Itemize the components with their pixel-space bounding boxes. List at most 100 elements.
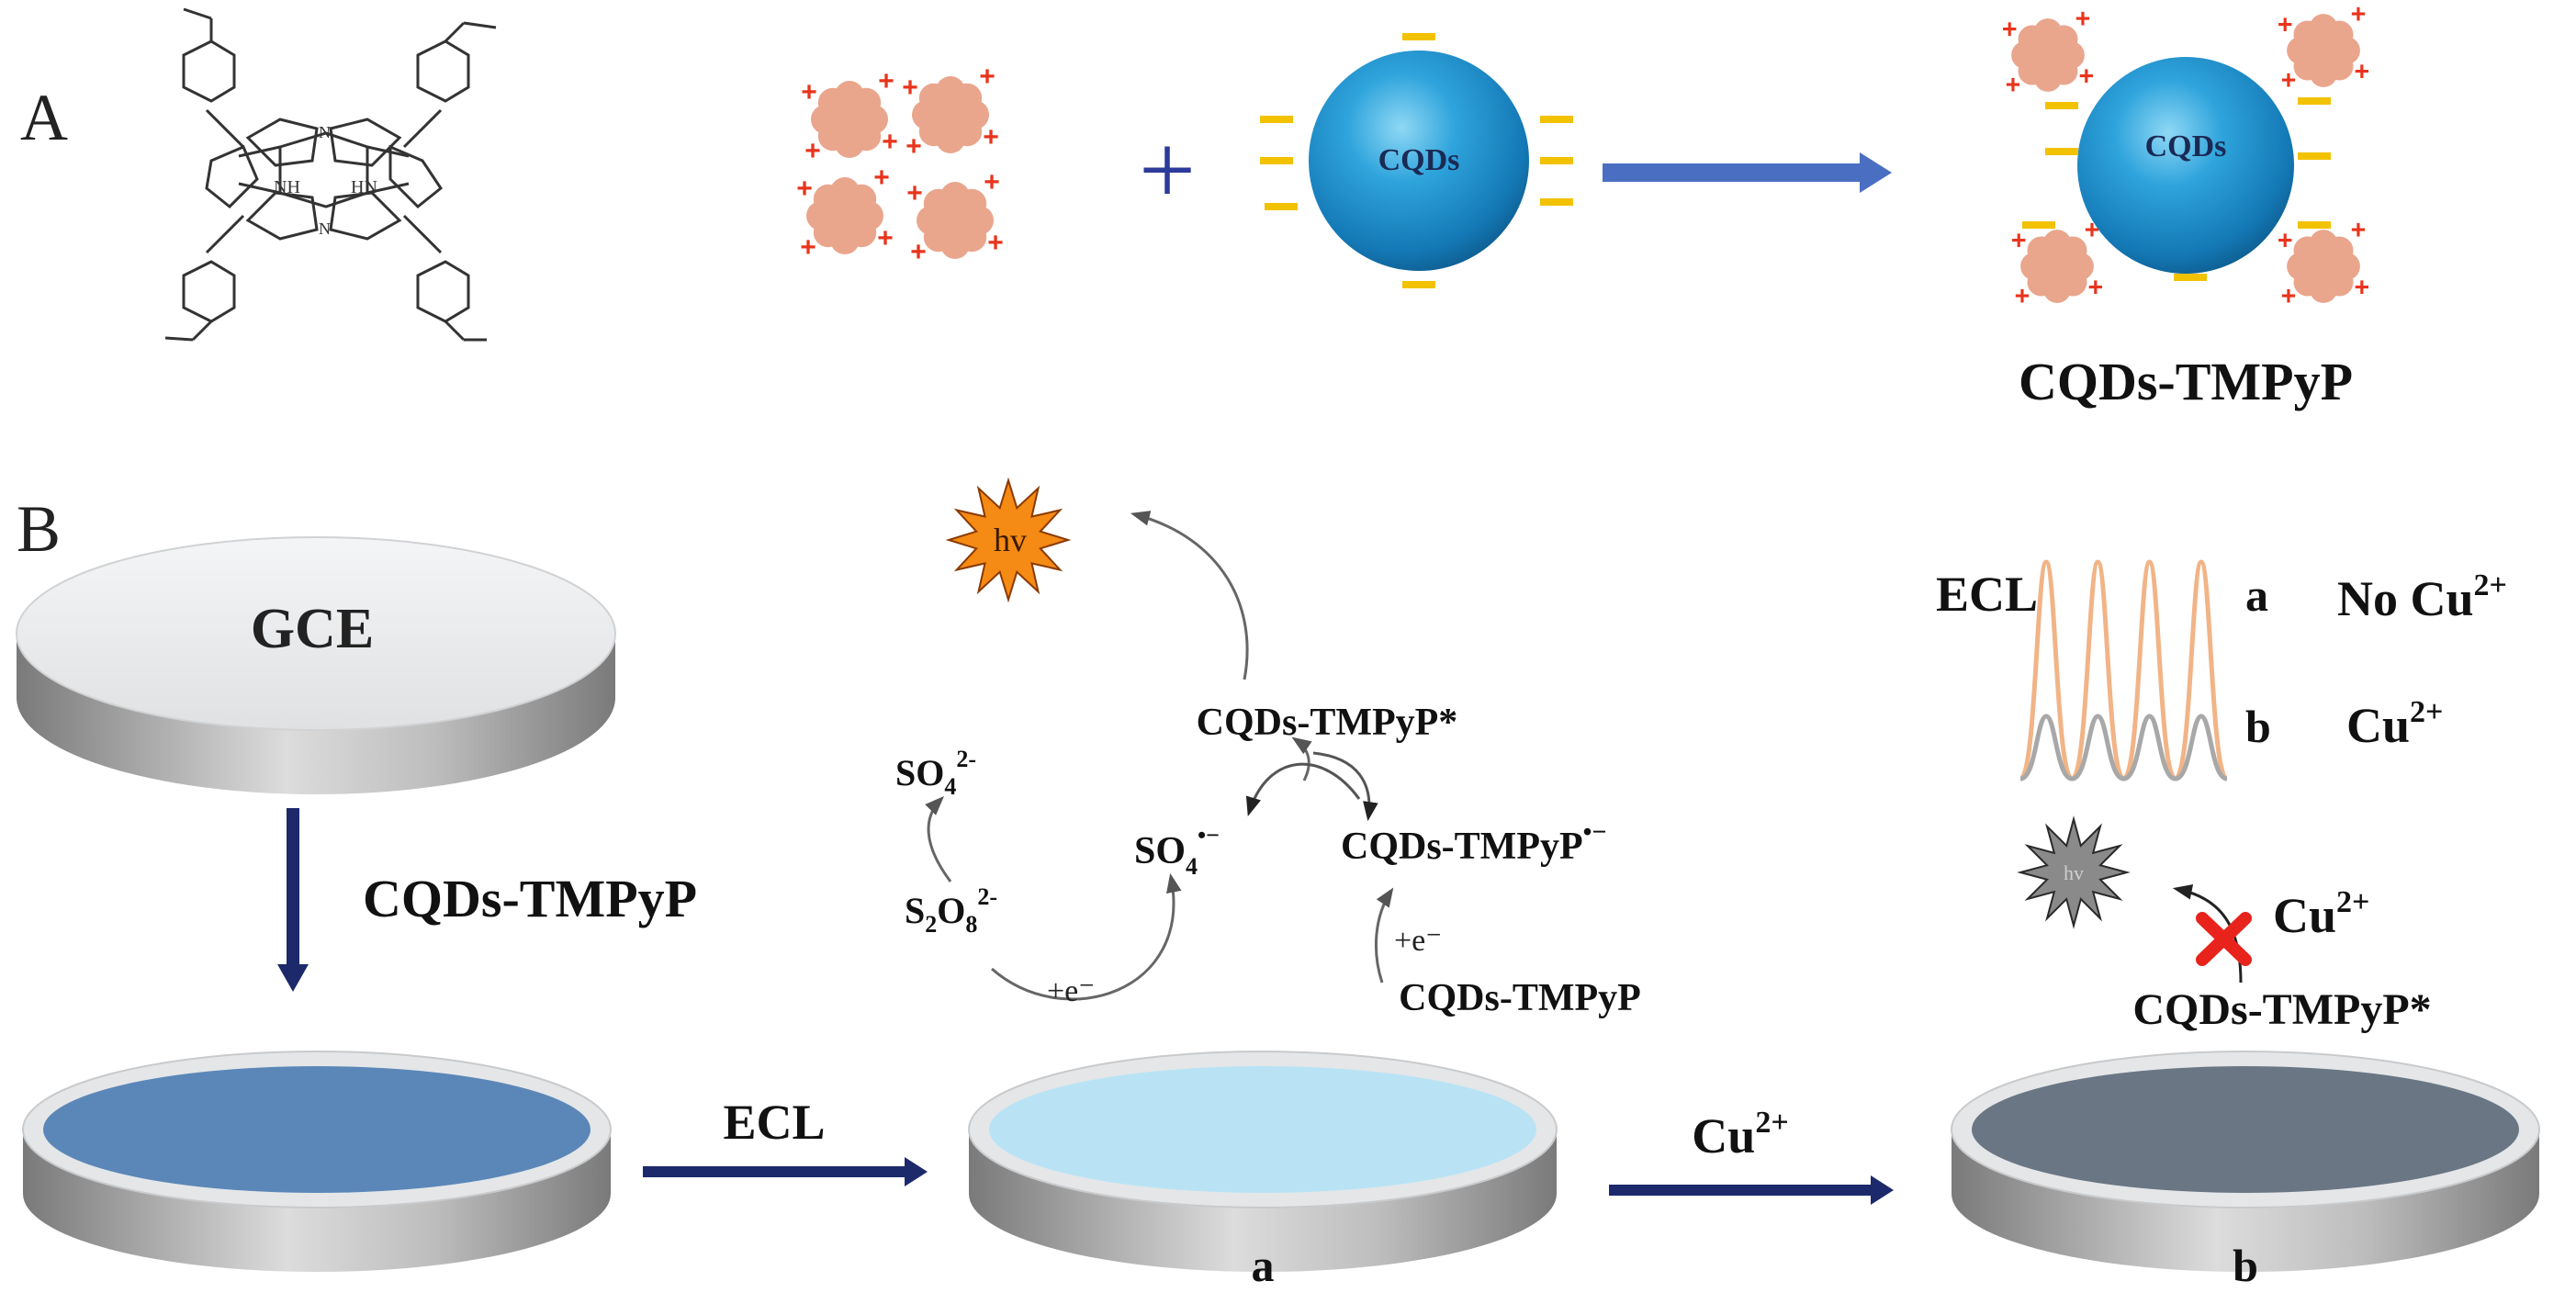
- curve-a-letter: a: [2245, 569, 2268, 621]
- minus-charge: [2022, 221, 2055, 229]
- product-decoration: ++++++++++++++++: [2002, 0, 2369, 311]
- plus-charge: +: [2002, 15, 2018, 44]
- dye-lobe: [2325, 52, 2354, 81]
- plus-charge: +: [2354, 274, 2369, 303]
- arrow-persulfate-reduction: [991, 872, 1182, 1001]
- plus-charge: +: [2354, 58, 2369, 87]
- dye-lobe: [817, 121, 848, 152]
- dye-molecule: ++++: [2011, 216, 2103, 311]
- dye-lobe: [957, 222, 987, 253]
- cu-arrow: [1609, 1175, 1894, 1205]
- plus-charge: +: [2015, 282, 2030, 311]
- ground-state: CQDs-TMPyP: [1399, 977, 1641, 1019]
- minus-charge: [2298, 221, 2331, 229]
- dye-lobe: [918, 83, 949, 113]
- dye-lobe: [2059, 268, 2087, 297]
- dye-lobe: [952, 83, 983, 113]
- plus-charge: +: [910, 237, 927, 267]
- ecl-curve-title: ECL: [1936, 567, 2038, 622]
- minus-charge: [1540, 116, 1573, 123]
- hv-star: hv: [945, 477, 1072, 603]
- dye-lobe: [813, 218, 843, 248]
- minus-charge: [2298, 97, 2331, 105]
- arrow-radical-left: [1245, 762, 1361, 817]
- arrow-ground-reduction: [1375, 887, 1394, 984]
- electrode-film: [43, 1066, 591, 1193]
- ecl-arrow-label: ECL: [723, 1095, 825, 1150]
- minus-charge: [1260, 116, 1293, 123]
- dye-molecule: ++++: [906, 167, 1004, 267]
- electrode-film: [1972, 1066, 2519, 1193]
- hv-quenched-star: hv: [2017, 815, 2131, 929]
- dye-molecule: + + + +: [801, 66, 898, 166]
- plus-charge: +: [2281, 66, 2297, 96]
- dye-lobe: [851, 121, 882, 152]
- dye-lobe: [817, 87, 848, 118]
- dye-lobe: [2027, 236, 2055, 264]
- plus-charge: +: [882, 127, 898, 157]
- persulfate: S2O82-: [905, 883, 997, 938]
- dye-lobe: [923, 188, 953, 219]
- plus-charge: +: [801, 77, 817, 107]
- quench-cu: Cu2+: [2273, 885, 2369, 943]
- modify-arrow: [277, 808, 309, 992]
- dye-lobe: [952, 117, 983, 147]
- plus-charge: +: [2087, 274, 2103, 303]
- plus-charge: +: [800, 232, 816, 263]
- dye-lobe: [813, 184, 843, 214]
- ecl-arrow: [643, 1157, 928, 1186]
- cu-arrow-label: Cu2+: [1692, 1106, 1788, 1163]
- plus-charge: +: [878, 66, 894, 96]
- minus-charge: [1540, 157, 1573, 164]
- excited-label: CQDs-TMPyP*: [1197, 702, 1458, 744]
- plus-charge: +: [2078, 62, 2094, 92]
- dye-lobe: [2293, 236, 2322, 264]
- so4-2minus: SO42-: [895, 746, 976, 800]
- cross-mark: [2196, 912, 2252, 966]
- minus-charge: [1265, 203, 1298, 210]
- minus-charge: [2045, 148, 2078, 155]
- plus-charge: +: [2075, 5, 2091, 34]
- electrode-b-label: b: [2233, 1240, 2258, 1291]
- porphyrin-n-bottom: N: [319, 219, 331, 238]
- tmpyp-dye-group: ++++++++++++++++: [796, 62, 1004, 267]
- minus-charge: [1260, 157, 1293, 164]
- negative-charges: [1260, 33, 1573, 288]
- cqds-sphere: CQDs: [1309, 51, 1529, 271]
- electron-right: +e⁻: [1394, 924, 1442, 958]
- hv-label: hv: [994, 522, 1027, 558]
- dye-lobe: [2325, 268, 2354, 297]
- dye-lobe: [847, 184, 877, 214]
- dye-lobe: [923, 222, 953, 253]
- cqds-label: CQDs: [1378, 143, 1460, 177]
- ecl-curve-b: [2019, 714, 2228, 781]
- plus-charge: +: [877, 223, 894, 253]
- ecl-curve-a: [2018, 559, 2230, 781]
- modify-label: CQDs-TMPyP: [363, 869, 697, 928]
- dye-lobe: [2293, 52, 2322, 81]
- plus-charge: +: [2351, 216, 2367, 245]
- gce-label: GCE: [251, 598, 374, 660]
- minus-charge: [1402, 33, 1435, 40]
- radical-anion: CQDs-TMPyP•−: [1341, 818, 1606, 868]
- dye-lobe: [2325, 236, 2354, 264]
- blocked-emission-arrow: [2172, 884, 2243, 984]
- dye-lobe: [2293, 268, 2322, 297]
- reaction-arrow: [1603, 152, 1892, 193]
- electrode-a-label: a: [1252, 1240, 1275, 1291]
- hv-quenched-label: hv: [2064, 861, 2084, 884]
- dye-lobe: [2050, 57, 2078, 85]
- plus-charge: +: [983, 122, 999, 152]
- arrow-emission: [1130, 511, 1249, 680]
- plus-charge: +: [804, 136, 821, 166]
- electrode-film: [989, 1066, 1536, 1193]
- porphyrin-hn: HN: [351, 177, 377, 197]
- plus-charge: +: [2278, 226, 2293, 255]
- cqds-label-product: CQDs: [2145, 129, 2227, 163]
- dye-lobe: [2018, 57, 2046, 85]
- dye-molecule: ++++: [2002, 5, 2094, 100]
- electrode-b: [1951, 1051, 2540, 1272]
- plus-charge: +: [906, 178, 923, 208]
- plus-charge: +: [2351, 0, 2367, 29]
- minus-charge: [2174, 274, 2207, 281]
